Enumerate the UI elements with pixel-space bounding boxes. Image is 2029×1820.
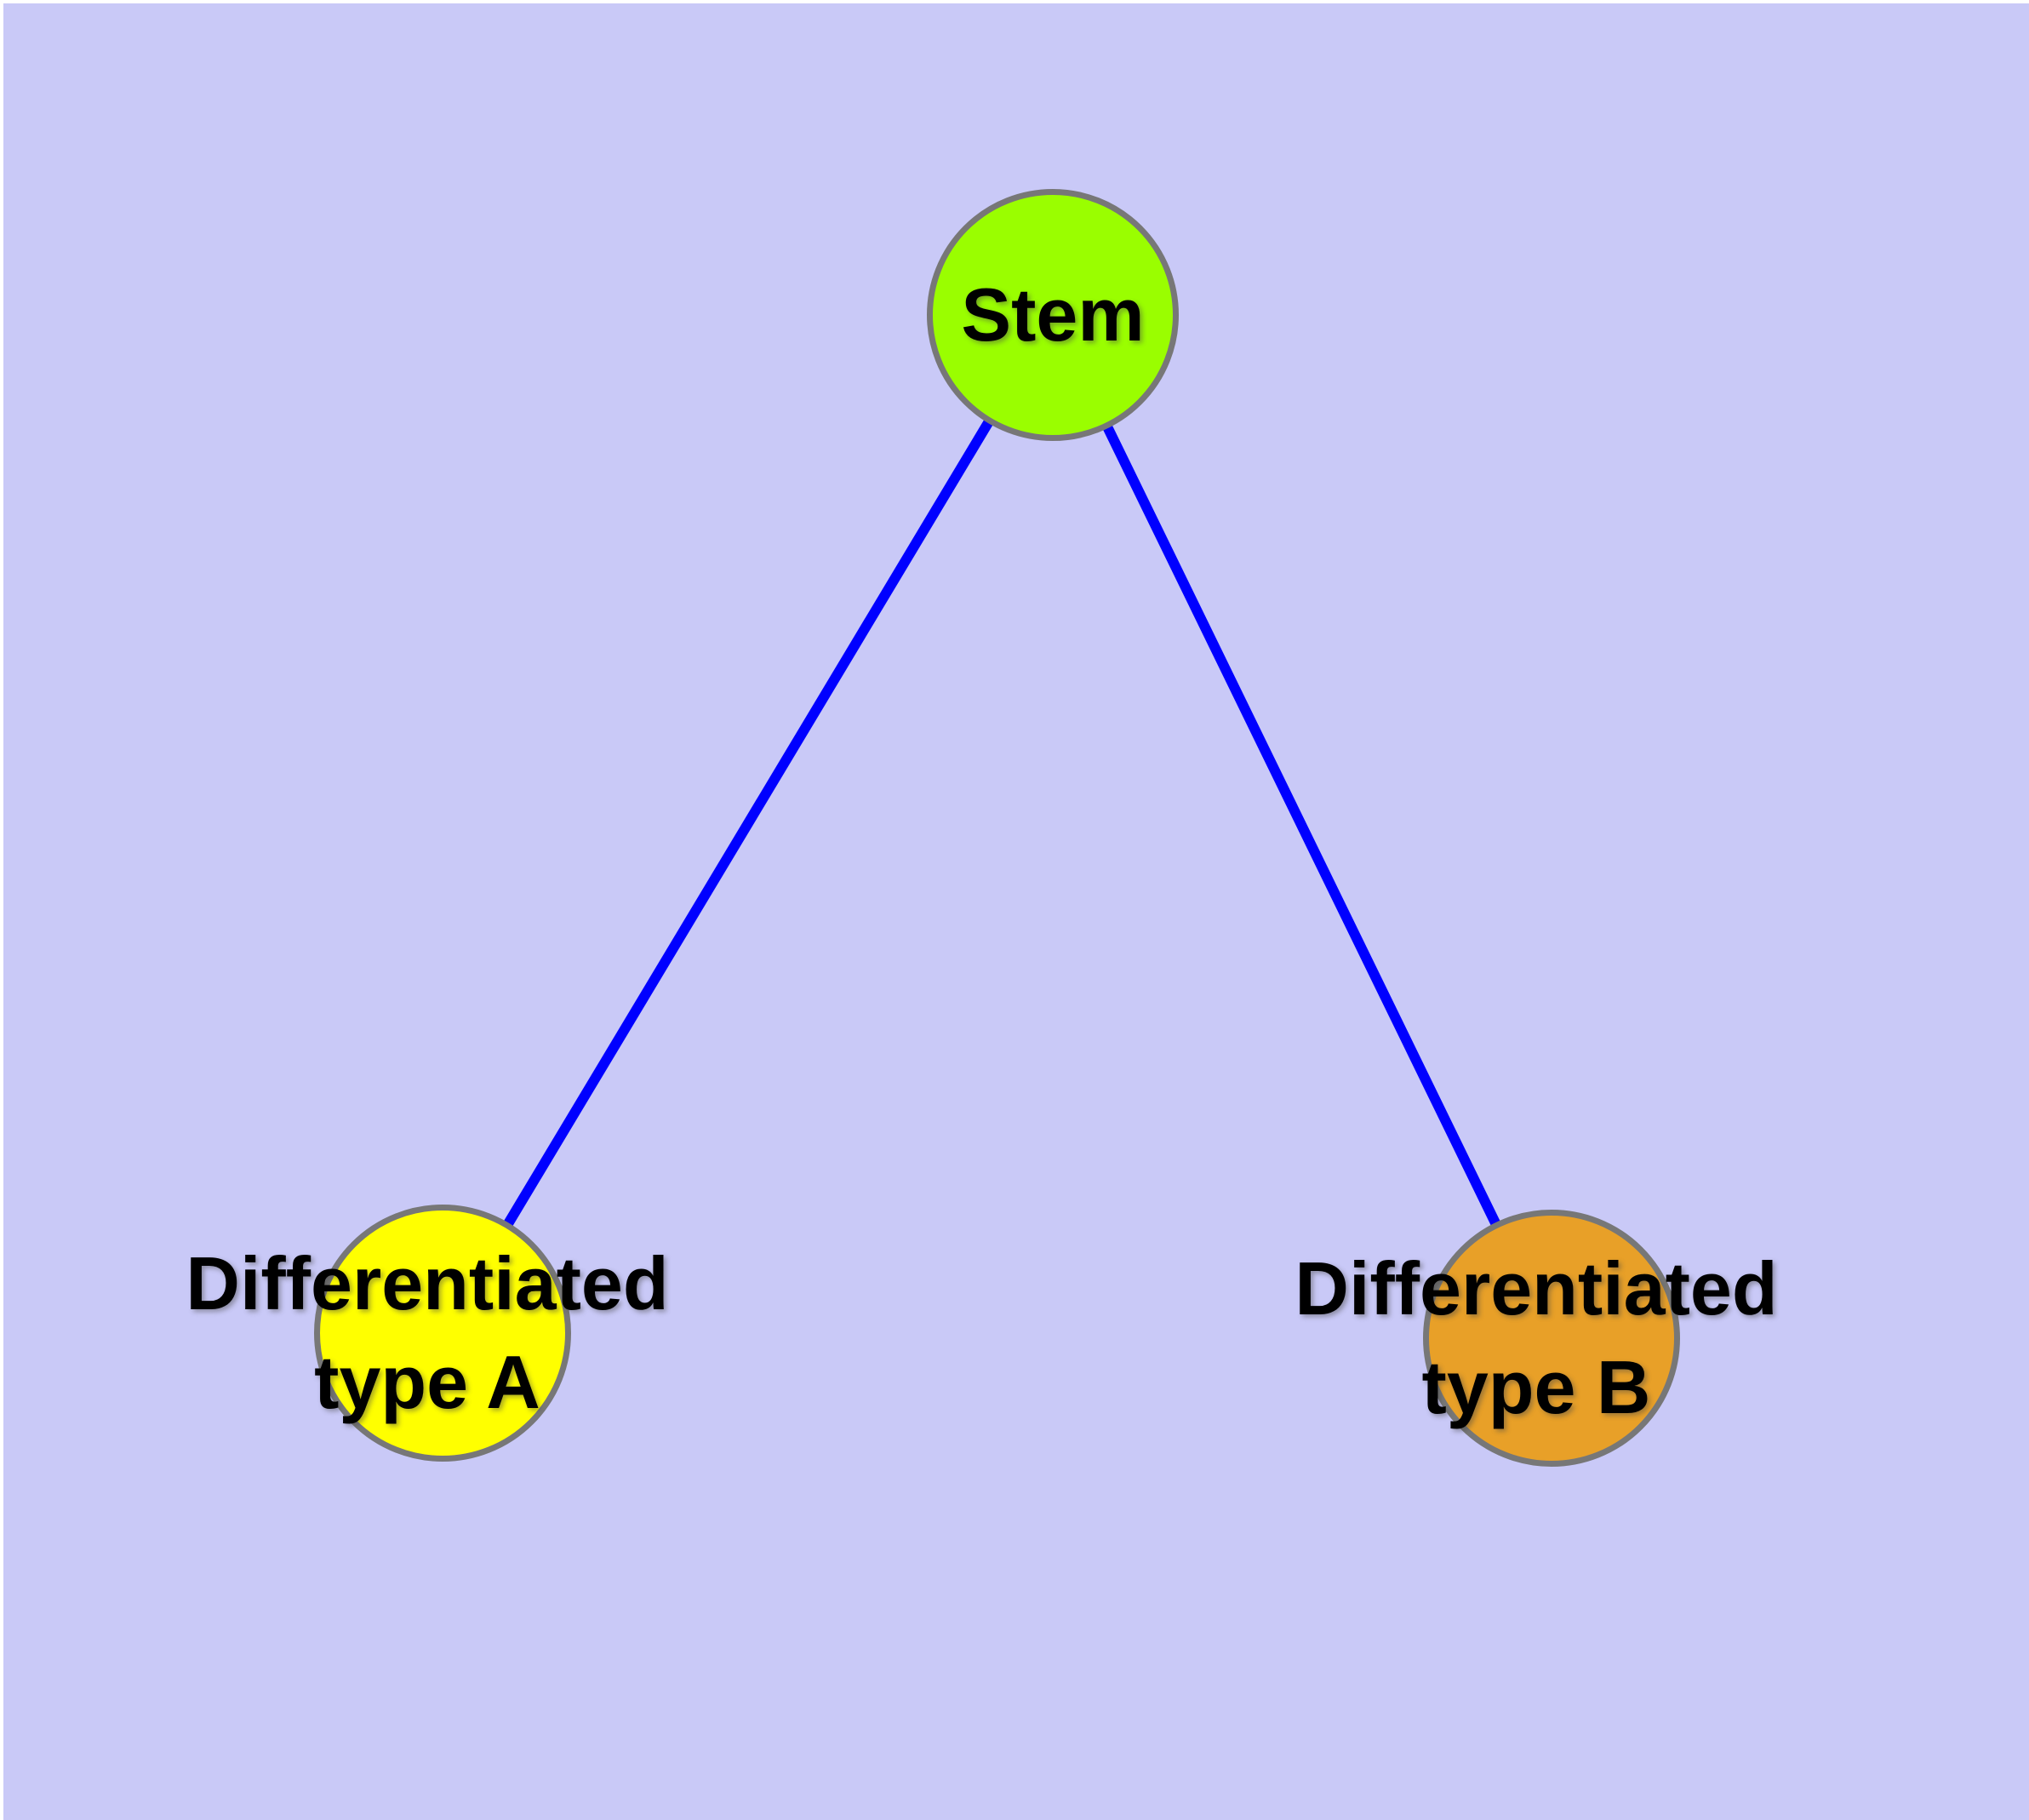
node-differentiated-type-b-label-line1: Differentiated: [1295, 1246, 1778, 1331]
node-stem-circle[interactable]: [927, 189, 1179, 441]
node-differentiated-type-a-label-line2: type A: [314, 1340, 540, 1424]
edge-stem-to-type-a: [437, 312, 1058, 1336]
edge-stem-to-type-b: [1048, 312, 1557, 1341]
node-differentiated-type-b-label-line2: type B: [1421, 1345, 1651, 1429]
node-stem-label: Stem: [961, 266, 1144, 364]
node-differentiated-type-a-label: Differentiated type A: [186, 1234, 668, 1432]
node-differentiated-type-b-circle[interactable]: [1423, 1210, 1680, 1467]
node-differentiated-type-a-label-line1: Differentiated: [186, 1241, 669, 1325]
node-differentiated-type-b-label: Differentiated type B: [1295, 1239, 1777, 1437]
node-stem-label-line1: Stem: [961, 272, 1145, 357]
node-differentiated-type-a-circle[interactable]: [314, 1205, 571, 1462]
